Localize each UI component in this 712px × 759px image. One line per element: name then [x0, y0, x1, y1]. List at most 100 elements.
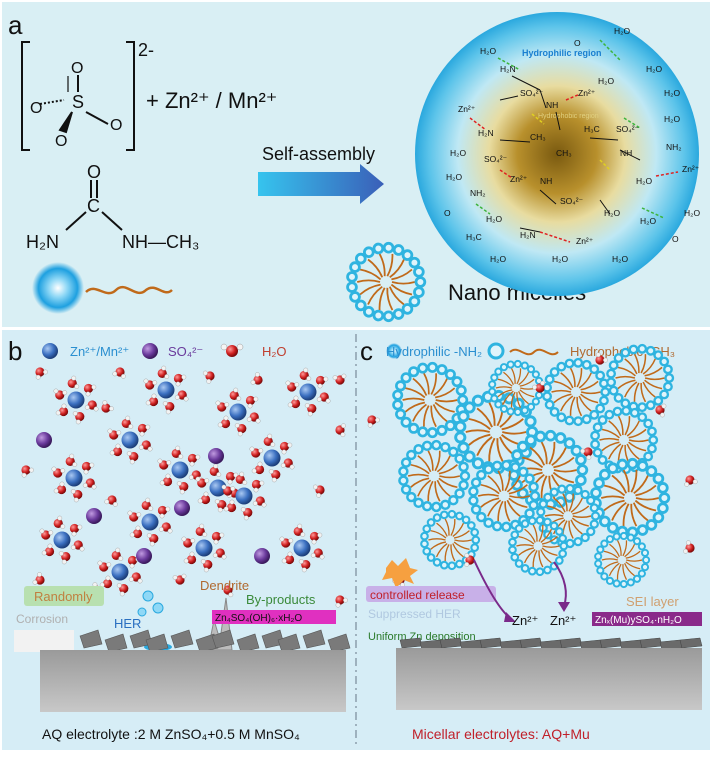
micelle-tail [532, 524, 538, 542]
water-molecule [97, 560, 112, 572]
hydrogen-atom [73, 497, 79, 503]
hydrogen-atom [61, 559, 67, 565]
micelle-head [549, 406, 560, 417]
water-molecule [116, 583, 129, 597]
micelle-tail [391, 268, 413, 281]
micelle-tail [501, 418, 524, 431]
hydrogen-atom [289, 464, 295, 470]
micelle-head [510, 530, 520, 540]
zn-arrow-1-head [504, 612, 516, 622]
hydrogen-atom [281, 558, 287, 564]
water-molecule [137, 423, 151, 437]
hydrogen-atom [341, 423, 346, 429]
micelle-head [605, 535, 615, 544]
water-molecule [173, 373, 187, 387]
micelle-head [501, 459, 512, 471]
hydrogen-atom [297, 523, 303, 529]
water-molecule [580, 447, 593, 460]
oxygen-atom [69, 523, 80, 534]
micelle-head [534, 430, 547, 443]
micelle-tail [600, 495, 625, 499]
micelle-head [458, 461, 469, 473]
micelle-tail [508, 484, 528, 495]
micelle-head [595, 403, 606, 414]
micelle-head [652, 472, 665, 485]
micelle-head [439, 560, 449, 570]
water-molecule [202, 370, 215, 384]
micelle-tail [540, 441, 548, 465]
byproduct-flake [104, 633, 128, 653]
hydrogen-atom [93, 406, 99, 412]
micelle-tail [532, 550, 538, 568]
hydrogen-atom [60, 468, 66, 474]
micelle-head [362, 246, 375, 259]
micelle-head [494, 367, 503, 376]
micelle-chem-label: Zn²⁺ [682, 164, 700, 174]
sulfate-hash-bond [39, 99, 65, 105]
plus-ions: + Zn²⁺ / Mn²⁺ [146, 88, 277, 113]
micelle-head [483, 517, 494, 529]
micelle-head [439, 510, 449, 520]
hydrogen-atom [343, 597, 348, 603]
micelle-head [606, 377, 617, 388]
micelle-chem-label: O [672, 234, 679, 244]
micelle-head [632, 574, 642, 583]
h-bond [499, 169, 513, 179]
water-molecule [595, 352, 608, 365]
micelle-head [648, 435, 659, 445]
water-molecule [187, 453, 201, 467]
micelle-tail [644, 379, 663, 390]
micelle-tail [506, 499, 521, 517]
micelle-head [354, 252, 367, 265]
hydrogen-atom [202, 370, 208, 376]
micelle-tail [504, 470, 511, 492]
micelle-head [637, 542, 646, 551]
oxygen-atom [200, 494, 211, 505]
water-molecule [215, 400, 230, 412]
micelle-head [549, 487, 559, 497]
zn-ion [65, 469, 83, 487]
hydrogen-atom [233, 472, 239, 478]
water-molecule [195, 523, 208, 537]
h-bond [623, 117, 641, 129]
urea-oxygen: O [87, 162, 101, 182]
micelle-head [594, 552, 603, 561]
hydrogen-atom [57, 515, 63, 521]
micelle-tail [453, 530, 470, 539]
micelle-chem-label: H₃C [584, 124, 600, 134]
micelle-head [499, 404, 509, 413]
water-molecule [146, 533, 159, 547]
oxygen-atom [81, 461, 92, 472]
micelle [420, 509, 481, 571]
hydrogen-atom [161, 365, 167, 371]
micelle-tail [603, 499, 625, 512]
micelle-tail [569, 367, 576, 388]
water-molecule [109, 443, 123, 457]
water-molecule [104, 495, 118, 507]
micelle-head [554, 432, 567, 444]
hydrogen-atom [190, 538, 196, 544]
hydrogen-atom [70, 489, 76, 494]
micelle-head [382, 310, 395, 323]
micelle-tail [624, 381, 638, 398]
micelle-head [451, 376, 463, 388]
water-molecule [126, 451, 139, 465]
micelle-tail [452, 543, 464, 558]
urea-left-group: H₂N [26, 232, 59, 252]
micelle-head [382, 241, 395, 254]
legend-hydrophilic-text: Hydrophilic -NH₂ [386, 344, 482, 359]
hydrogen-atom [175, 445, 181, 451]
sulfate-charge: 2- [138, 40, 154, 60]
micelle-tail [572, 505, 590, 515]
micelle-head [413, 443, 424, 455]
hydrogen-atom [237, 431, 243, 437]
h-bond [565, 93, 581, 101]
water-molecule [200, 559, 213, 573]
oxygen-atom [245, 395, 256, 406]
micelle-head [606, 462, 619, 475]
micelle-tail [430, 405, 437, 428]
micelle [508, 429, 589, 511]
hydrogen-atom [335, 602, 341, 608]
micelle-tail [450, 544, 456, 562]
micelle-tail [519, 389, 535, 398]
